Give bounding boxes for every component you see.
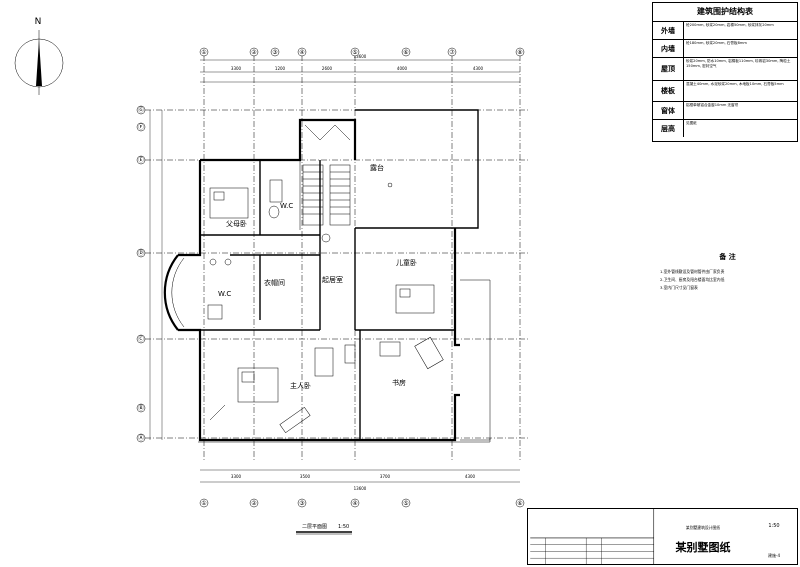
room-wc-lower: W.C	[218, 290, 231, 298]
axis-top-4: ④	[299, 49, 304, 56]
enclosure-structure-table: 建筑围护结构表 外墙 砼200mm, 砂浆20mm, 岩棉50mm, 砂浆抹灰2…	[652, 2, 798, 142]
legend-row: 楼板 混凝土40mm, 水泥砂浆20mm, 木地板10mm, 石膏板5mm	[653, 81, 797, 102]
legend-value: 砼200mm, 砂浆20mm, 岩棉50mm, 砂浆抹灰20mm	[686, 23, 774, 27]
bottom-dim-2: 3500	[300, 474, 311, 479]
axis-bottom-6: ⑥	[517, 500, 522, 507]
title-scale: 1:50	[768, 523, 780, 529]
legend-key: 窗体	[653, 102, 684, 119]
top-dim-4: 4000	[397, 66, 408, 71]
legend-value: 砼180mm, 砂浆20mm, 石膏板8mm	[686, 41, 747, 45]
bottom-dim-3: 3700	[380, 474, 391, 479]
axis-left-g: Ⓖ	[138, 106, 144, 114]
drawing-number: 建施-4	[768, 553, 780, 558]
axis-left-e: Ⓔ	[138, 156, 144, 164]
room-living: 起居室	[322, 275, 343, 284]
room-terrace: 露台	[370, 163, 384, 172]
top-dim-3: 2600	[322, 66, 333, 71]
note-item: 1.室外管线敷设及管材管件由厂家负责	[660, 269, 725, 274]
note-item: 3.室内门尺寸见门窗表	[660, 285, 698, 290]
drawing-name: 某别墅图纸	[675, 541, 731, 554]
axis-top-5: ⑤	[352, 49, 357, 56]
bottom-dim-1: 3300	[231, 474, 242, 479]
legend-value: 铝框单玻铝合金窗10mm 无窗帘	[686, 103, 739, 107]
legend-row: 窗体 铝框单玻铝合金窗10mm 无窗帘	[653, 102, 797, 120]
legend-key: 楼板	[653, 81, 684, 101]
room-parents-bedroom: 父母卧	[226, 220, 247, 228]
left-axis-bubbles: Ⓐ Ⓑ Ⓒ Ⓓ Ⓔ Ⓕ Ⓖ	[136, 105, 530, 443]
staircase	[302, 124, 351, 226]
bottom-total-dim: 13600	[354, 486, 367, 491]
top-dim-5: 4300	[473, 66, 484, 71]
legend-key: 外墙	[653, 22, 684, 39]
bottom-dimension-chain: 13600 3300 3500 3700 4300	[200, 469, 520, 491]
bottom-axis-bubbles: ① ② ③ ④ ⑤ ⑥	[199, 498, 525, 508]
legend-title: 建筑围护结构表	[653, 3, 797, 22]
room-wc-upper: W.C	[280, 202, 293, 210]
notes-block: 备 注 1.室外管线敷设及管材管件由厂家负责 2.卫生间、厨房及阳台楼面均比室内…	[660, 252, 795, 292]
legend-row: 内墙 砼180mm, 砂浆20mm, 石膏板8mm	[653, 40, 797, 58]
room-cloakroom: 衣帽间	[264, 278, 285, 287]
room-master-bedroom: 主人卧	[290, 381, 311, 390]
room-study: 书房	[392, 378, 406, 387]
note-item: 2.卫生间、厨房及阳台楼面均比室内低	[660, 277, 725, 282]
legend-row: 屋顶 砂浆20mm, 防水10mm, 岩棉板110mm, 珍珠岩30mm, 陶粒…	[653, 58, 797, 81]
bottom-dim-4: 4300	[465, 474, 476, 479]
axis-bottom-5: ⑤	[403, 500, 408, 507]
legend-row: 外墙 砼200mm, 砂浆20mm, 岩棉50mm, 砂浆抹灰20mm	[653, 22, 797, 40]
axis-bottom-1: ①	[201, 500, 206, 507]
axis-bottom-3: ③	[299, 500, 304, 507]
axis-left-c: Ⓒ	[138, 335, 144, 343]
legend-row: 层高 见图纸	[653, 120, 797, 137]
legend-key: 内墙	[653, 40, 684, 57]
axis-left-d: Ⓓ	[138, 249, 144, 257]
top-dim-2: 1200	[275, 66, 286, 71]
axis-bottom-4: ④	[352, 500, 357, 507]
drawing-scale: 1:50	[338, 524, 349, 530]
title-block: 某别墅建筑设计图纸 某别墅图纸 1:50 建施-4	[527, 508, 798, 565]
room-kids-bedroom: 儿童卧	[396, 258, 417, 267]
room-labels: 父母卧 W.C W.C 衣帽间 起居室 儿童卧 主人卧 书房 露台	[218, 163, 417, 390]
interior-walls	[200, 120, 455, 440]
axis-top-6: ⑥	[403, 49, 408, 56]
left-dimension-chain	[149, 110, 163, 440]
legend-key: 屋顶	[653, 58, 684, 80]
top-dimension-chain: 13600 3300 1200 2600 4000 4300	[200, 54, 520, 83]
drawing-title: 二层平面图	[302, 524, 327, 530]
north-arrow: N	[14, 17, 64, 95]
axis-top-2: ②	[251, 49, 257, 56]
axis-top-7: ⑦	[449, 49, 455, 56]
title-block-grid	[530, 509, 655, 564]
legend-value: 见图纸	[686, 121, 697, 125]
top-dim-1: 3300	[231, 66, 242, 71]
axis-top-8: ⑧	[517, 49, 522, 56]
axis-left-b: Ⓑ	[138, 404, 144, 412]
axis-top-3: ③	[272, 49, 277, 56]
axis-left-a: Ⓐ	[138, 434, 144, 442]
axis-top-1: ①	[201, 49, 206, 56]
legend-value: 混凝土40mm, 水泥砂浆20mm, 木地板10mm, 石膏板5mm	[686, 82, 784, 86]
drawing-caption: 二层平面图 1:50	[296, 524, 352, 535]
axis-left-f: Ⓕ	[138, 123, 144, 131]
axis-bottom-2: ②	[251, 500, 257, 507]
north-label: N	[35, 17, 42, 27]
notes-title: 备 注	[719, 253, 736, 261]
furniture	[207, 179, 444, 434]
legend-key: 层高	[653, 120, 684, 137]
top-total-dim: 13600	[354, 54, 367, 59]
legend-value: 砂浆20mm, 防水10mm, 岩棉板110mm, 珍珠岩30mm, 陶粒土15…	[686, 59, 791, 68]
project-name: 某别墅建筑设计图纸	[685, 525, 721, 530]
